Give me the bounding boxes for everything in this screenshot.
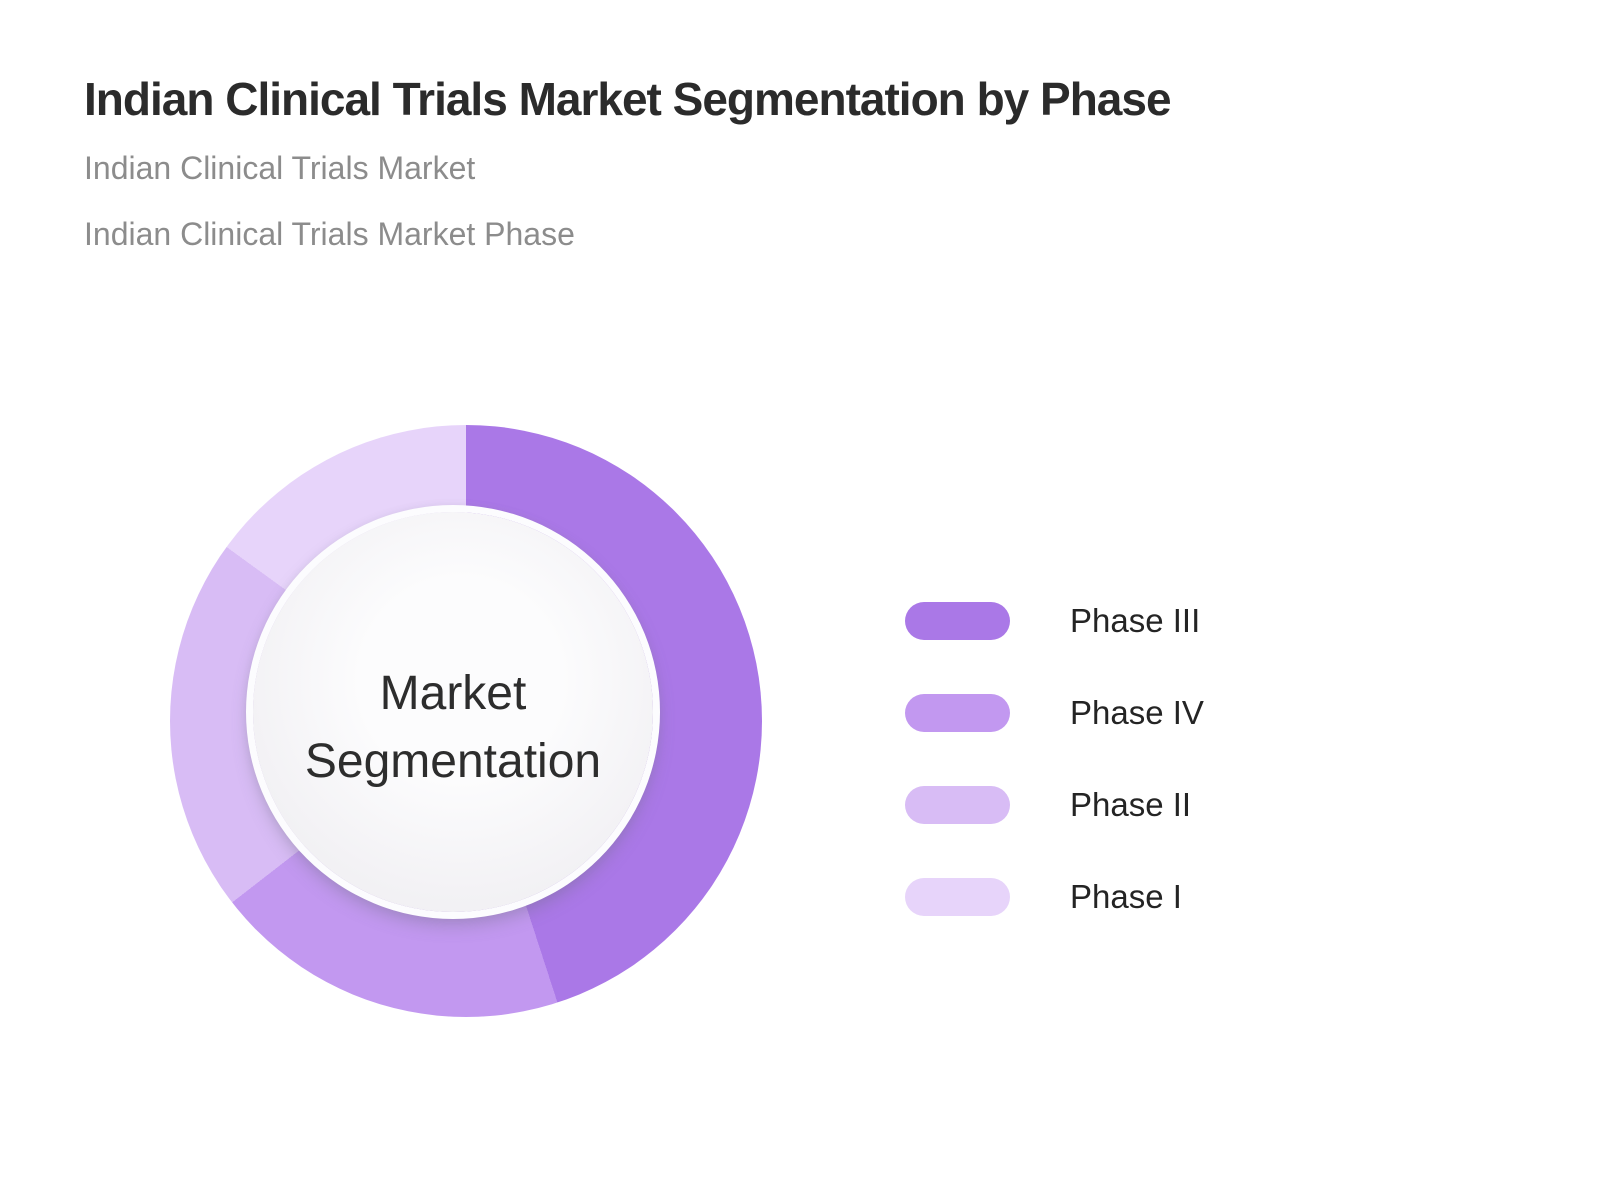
legend-swatch: [905, 602, 1010, 640]
legend-item: Phase I: [905, 878, 1204, 916]
donut-chart: Market Segmentation: [170, 425, 762, 1017]
legend-item: Phase III: [905, 602, 1204, 640]
subtitle-line-1: Indian Clinical Trials Market: [84, 150, 476, 186]
chart-legend: Phase III Phase IV Phase II Phase I: [905, 602, 1204, 970]
legend-label: Phase IV: [1070, 694, 1204, 731]
donut-center-circle: Market Segmentation: [253, 512, 653, 912]
subtitle-line-2: Indian Clinical Trials Market Phase: [84, 216, 575, 252]
legend-label: Phase II: [1070, 786, 1192, 823]
legend-swatch: [905, 786, 1010, 824]
legend-label: Phase I: [1070, 878, 1182, 915]
legend-label: Phase III: [1070, 602, 1201, 639]
page-title: Indian Clinical Trials Market Segmentati…: [84, 73, 1172, 125]
legend-item: Phase II: [905, 786, 1204, 824]
legend-swatch: [905, 878, 1010, 916]
legend-swatch: [905, 694, 1010, 732]
legend-item: Phase IV: [905, 694, 1204, 732]
donut-center-label: Market Segmentation: [304, 667, 602, 788]
